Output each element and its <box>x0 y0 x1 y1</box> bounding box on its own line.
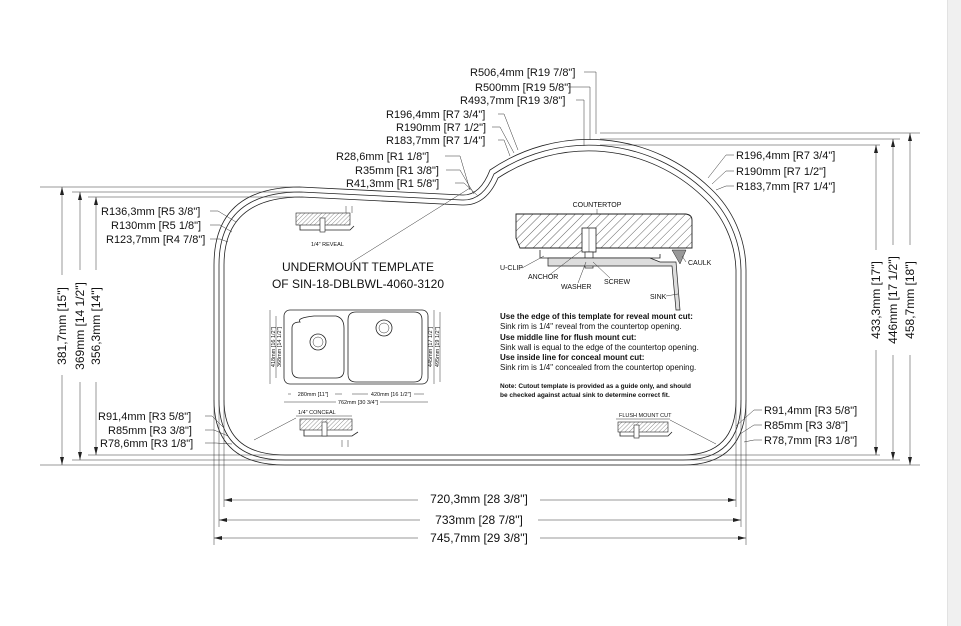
flush-note-title: Use middle line for flush mount cut: <box>500 333 636 342</box>
title-line-2: OF SIN-18-DBLBWL-4060-3120 <box>272 277 444 291</box>
sink-rim <box>547 257 681 311</box>
radius-callout-upper-right: R196,4mm [R7 3/4"] R190mm [R7 1/2"] R183… <box>707 150 835 193</box>
extension-lines <box>40 132 920 545</box>
conceal-note-title: Use inside line for conceal mount cut: <box>500 353 644 362</box>
dimension-label: R196,4mm [R7 3/4"] <box>736 150 835 162</box>
right-drain <box>375 319 393 337</box>
conceal-label: 1/4" CONCEAL <box>298 410 336 416</box>
dimension-label: ANCHOR <box>528 274 558 281</box>
dimension-label: 280mm [11"] <box>298 392 329 398</box>
dimension-label: R196,4mm [R7 3/4"] <box>386 109 485 121</box>
radius-callout-neck: R28,6mm [R1 1/8"] R35mm [R1 3/8"] R41,3m… <box>336 151 479 263</box>
dimension-label: R78,6mm [R3 1/8"] <box>100 438 193 450</box>
dimension-label: R500mm [R19 5/8"] <box>475 82 571 94</box>
u-clip <box>539 250 661 259</box>
width-dimensions: 720,3mm [28 3/8"] 733mm [28 7/8"] 745,7m… <box>214 491 746 545</box>
title-line-1: UNDERMOUNT TEMPLATE <box>282 260 434 274</box>
dimension-label: U-CLIP <box>500 265 523 272</box>
dimension-label: SINK <box>650 294 667 301</box>
dimension-label: R190mm [R7 1/2"] <box>396 122 486 134</box>
dimension-label: R506,4mm [R19 7/8"] <box>470 67 575 79</box>
flush-label: FLUSH MOUNT CUT <box>619 413 672 419</box>
dimension-label: R28,6mm [R1 1/8"] <box>336 151 429 163</box>
width-dim-middle: 733mm [28 7/8"] <box>435 513 523 527</box>
dimension-label: R41,3mm [R1 5/8"] <box>346 178 439 190</box>
left-drain <box>309 333 327 351</box>
dimension-label: WASHER <box>561 284 591 291</box>
countertop-slab <box>515 213 693 249</box>
dimension-label: 420mm [16 1/2"] <box>371 392 412 398</box>
flush-note-text: Sink wall is equal to the edge of the co… <box>500 343 699 352</box>
flush-detail: FLUSH MOUNT CUT <box>616 413 717 445</box>
mounting-section: COUNTERTOP U-CLIP ANCHOR WASHER SCREW CA… <box>500 202 712 311</box>
dimension-label: R123,7mm [R4 7/8"] <box>106 234 205 246</box>
dimension-label: R91,4mm [R3 5/8"] <box>98 411 191 423</box>
left-height-outer: 381,7mm [15"] <box>55 287 69 365</box>
dimension-label: R493,7mm [R19 3/8"] <box>460 95 565 107</box>
sink-outer-rim <box>283 309 429 385</box>
right-height-middle: 446mm [17 1/2"] <box>886 256 900 344</box>
dimension-label: R91,4mm [R3 5/8"] <box>764 405 857 417</box>
sink-plan: 418mm [16 1/2"] 368mm [14 1/2"] 445mm [1… <box>269 309 441 406</box>
reveal-note-title: Use the edge of this template for reveal… <box>500 312 693 321</box>
reveal-label: 1/4" REVEAL <box>311 242 344 248</box>
left-bowl <box>291 315 345 379</box>
dimension-label: R190mm [R7 1/2"] <box>736 166 826 178</box>
caulk <box>671 249 687 265</box>
dimension-label: R183,7mm [R7 1/4"] <box>386 135 485 147</box>
reveal-detail: 1/4" REVEAL <box>295 206 355 248</box>
inner-contour <box>223 150 737 456</box>
dimension-label: 368mm [14 1/2"] <box>277 326 283 367</box>
countertop-label: COUNTERTOP <box>573 202 622 209</box>
left-height-inner: 356,3mm [14"] <box>89 287 103 365</box>
disclaimer-line-2: be checked against actual sink to determ… <box>500 392 670 399</box>
reveal-note-text: Sink rim is 1/4" reveal from the counter… <box>500 322 682 331</box>
template-title: UNDERMOUNT TEMPLATE OF SIN-18-DBLBWL-406… <box>272 260 444 291</box>
left-height-dimensions: 381,7mm [15"] 369mm [14 1/2"] 356,3mm [1… <box>55 187 103 465</box>
dimension-label: R85mm [R3 3/8"] <box>108 425 192 437</box>
disclaimer-line-1: Note: Cutout template is provided as a g… <box>500 383 691 390</box>
dimension-label: 495mm [19 1/2"] <box>435 326 441 367</box>
right-height-dimensions: 433,3mm [17"] 446mm [17 1/2"] 458,7mm [1… <box>868 133 917 465</box>
mounting-notes: Use the edge of this template for reveal… <box>500 312 699 399</box>
dimension-label: R85mm [R3 3/8"] <box>764 420 848 432</box>
dimension-label: 418mm [16 1/2"] <box>271 326 277 367</box>
outer-contour <box>213 138 747 466</box>
dimension-label: 762mm [30 3/4"] <box>338 400 379 406</box>
dimension-label: SCREW <box>604 279 630 286</box>
radius-callout-lower-left: R91,4mm [R3 5/8"] R85mm [R3 3/8"] R78,6m… <box>98 411 233 450</box>
vertical-scrollbar[interactable] <box>947 0 961 626</box>
dimension-label: CAULK <box>688 260 712 267</box>
dimension-label: R183,7mm [R7 1/4"] <box>736 181 835 193</box>
dimension-label: R136,3mm [R5 3/8"] <box>101 206 200 218</box>
width-dim-outer: 745,7mm [29 3/8"] <box>430 531 528 545</box>
dimension-label: R35mm [R1 3/8"] <box>355 165 439 177</box>
width-dim-inner: 720,3mm [28 3/8"] <box>430 492 528 506</box>
conceal-detail: 1/4" CONCEAL <box>253 410 359 447</box>
radius-callout-lower-right: R91,4mm [R3 5/8"] R85mm [R3 3/8"] R78,7m… <box>735 405 857 447</box>
conceal-note-text: Sink rim is 1/4" concealed from the coun… <box>500 363 696 372</box>
radius-callout-top-left-mid: R196,4mm [R7 3/4"] R190mm [R7 1/2"] R183… <box>386 109 519 157</box>
dimension-label: 445mm [17 1/2"] <box>428 326 434 367</box>
dimension-label: R130mm [R5 1/8"] <box>111 220 201 232</box>
right-height-inner: 433,3mm [17"] <box>869 261 883 339</box>
radius-callout-upper-left: R136,3mm [R5 3/8"] R130mm [R5 1/8"] R123… <box>101 206 237 246</box>
right-bowl <box>347 311 423 383</box>
radius-callout-top-large: R506,4mm [R19 7/8"] R500mm [R19 5/8"] R4… <box>460 67 597 146</box>
left-height-middle: 369mm [14 1/2"] <box>73 282 87 370</box>
right-height-outer: 458,7mm [18"] <box>903 261 917 339</box>
dimension-label: R78,7mm [R3 1/8"] <box>764 435 857 447</box>
